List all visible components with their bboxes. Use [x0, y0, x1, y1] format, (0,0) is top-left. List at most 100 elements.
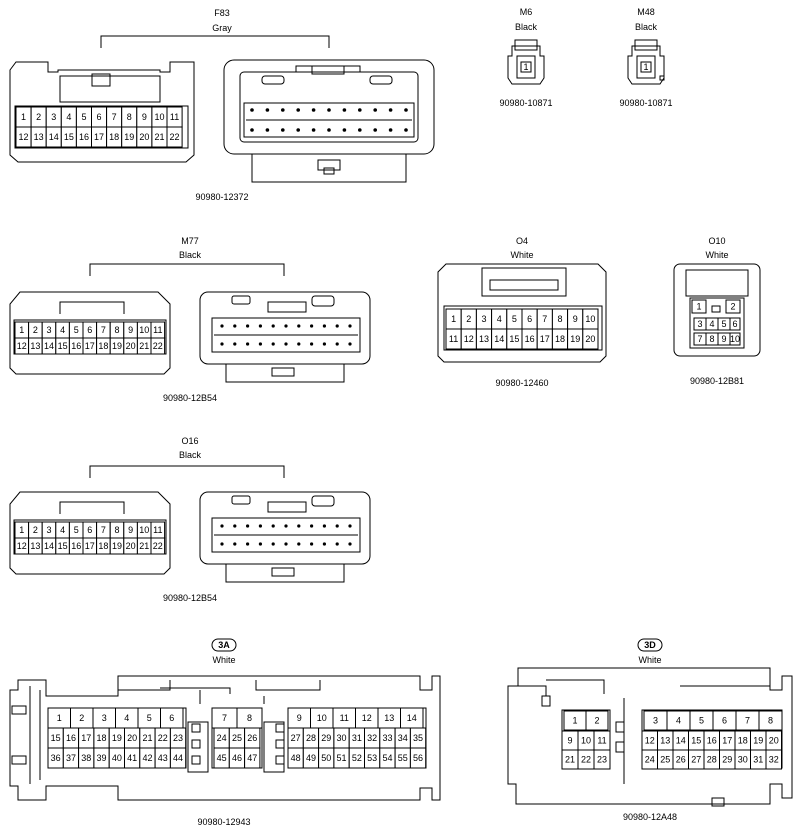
pin-label: 15: [58, 541, 68, 551]
terminal-dot: [258, 342, 262, 346]
pin-cell: 14: [41, 337, 57, 355]
pin-label: 1: [572, 716, 577, 726]
pin-cell: 7: [96, 521, 111, 539]
pin-label: 56: [413, 753, 423, 763]
pin-cell: 3: [693, 317, 707, 331]
terminal-dot: [284, 342, 288, 346]
pin-label: 41: [127, 753, 137, 763]
terminal-dot: [271, 342, 275, 346]
connector-housing-front: [9, 491, 171, 575]
pin-label: 17: [540, 334, 550, 344]
pin-cell: 34: [394, 727, 411, 749]
bracket: [89, 263, 285, 276]
terminal-dot: [250, 108, 254, 112]
pin-label: 38: [81, 753, 91, 763]
pin-cell: 21: [136, 337, 152, 355]
pin-cell: 16: [68, 537, 84, 555]
pin-cell: 56: [409, 747, 427, 769]
pin-cell: 8: [109, 521, 125, 539]
pin-cell: 18: [96, 337, 111, 355]
pin-cell: 9: [567, 308, 584, 330]
pin-cell: 32: [765, 749, 782, 770]
pin-label: 20: [127, 733, 137, 743]
pin-label: 15: [51, 733, 61, 743]
pin-label: 9: [128, 525, 133, 535]
pin-label: 20: [585, 334, 595, 344]
terminal-dot: [322, 324, 326, 328]
terminal-dot: [258, 524, 262, 528]
pin-cell: 20: [123, 337, 138, 355]
pin-cell: 5: [689, 710, 714, 731]
pin-label: 23: [173, 733, 183, 743]
pin-label: 22: [170, 132, 180, 142]
pin-label: 26: [247, 733, 257, 743]
part-number: 90980-12460: [495, 378, 548, 388]
pin-cell: 13: [30, 126, 47, 148]
pin-label: 20: [139, 132, 149, 142]
pin-cell: 3: [41, 321, 57, 339]
pin-cell: 11: [332, 707, 356, 729]
connector-id: O16: [181, 436, 198, 446]
pin-label: 5: [512, 314, 517, 324]
pin-label: 1: [57, 713, 62, 723]
bracket: [89, 465, 285, 478]
pin-cell: 17: [536, 328, 553, 350]
connector-housing: [507, 45, 545, 85]
pin-cell: 14: [45, 126, 62, 148]
pin-box: [169, 747, 187, 769]
pin-label: 14: [44, 341, 54, 351]
terminal-dot: [246, 324, 250, 328]
pin-cell: 39: [93, 747, 110, 769]
pin-label: 11: [449, 334, 458, 344]
terminal-dot: [322, 542, 326, 546]
pin-cell: 5: [75, 106, 93, 128]
terminal-dot: [327, 108, 331, 112]
pin-cell: 47: [244, 747, 261, 769]
pin-cell: 5: [68, 321, 84, 339]
terminal-dot: [271, 324, 275, 328]
pin-label: 12: [17, 341, 27, 351]
pin-cell: 10: [136, 321, 152, 339]
terminal-dot: [373, 108, 378, 112]
pin-cell: 3: [475, 308, 493, 330]
pin-cell: 49: [302, 747, 320, 769]
pin-cell: 19: [750, 730, 767, 751]
pin-label: 22: [158, 733, 168, 743]
pin-label: 19: [112, 341, 122, 351]
pin-cell: 6: [712, 710, 737, 731]
pin-cell: 12: [355, 707, 379, 729]
part-number: 90980-10871: [619, 98, 672, 108]
pin-label: 8: [768, 716, 773, 726]
connector-id: 3A: [218, 640, 230, 650]
pin-box: [150, 537, 166, 555]
pin-cell: 8: [551, 308, 569, 330]
pin-cell: 35: [409, 727, 427, 749]
connector-housing: [437, 263, 607, 363]
pin-cell: 12: [15, 126, 32, 148]
connector-m48: M48 Black 1 90980-10871: [619, 7, 672, 108]
pin-cell: 1: [691, 299, 707, 314]
pin-cell: 19: [121, 126, 138, 148]
pin-cell: 51: [333, 747, 350, 769]
pin-cell: 17: [82, 537, 98, 555]
terminal-dot: [348, 524, 352, 528]
pin-cell: 20: [124, 727, 141, 749]
pin-label: 16: [71, 541, 81, 551]
pin-label: 13: [30, 341, 40, 351]
part-number: 90980-12943: [197, 817, 250, 827]
pin-label: 12: [19, 132, 29, 142]
pin-label: 22: [581, 755, 591, 765]
pin-label: 3: [697, 319, 702, 329]
pin-box: [150, 337, 166, 355]
connector-id: 3D: [644, 640, 656, 650]
pin-label: 2: [594, 716, 599, 726]
pin-cell: 24: [213, 727, 230, 749]
pin-label: 45: [217, 753, 227, 763]
pin-cell: 55: [394, 747, 411, 769]
pin-cell: 19: [109, 537, 125, 555]
pin-label: 17: [94, 132, 104, 142]
pin-label: 5: [147, 713, 152, 723]
